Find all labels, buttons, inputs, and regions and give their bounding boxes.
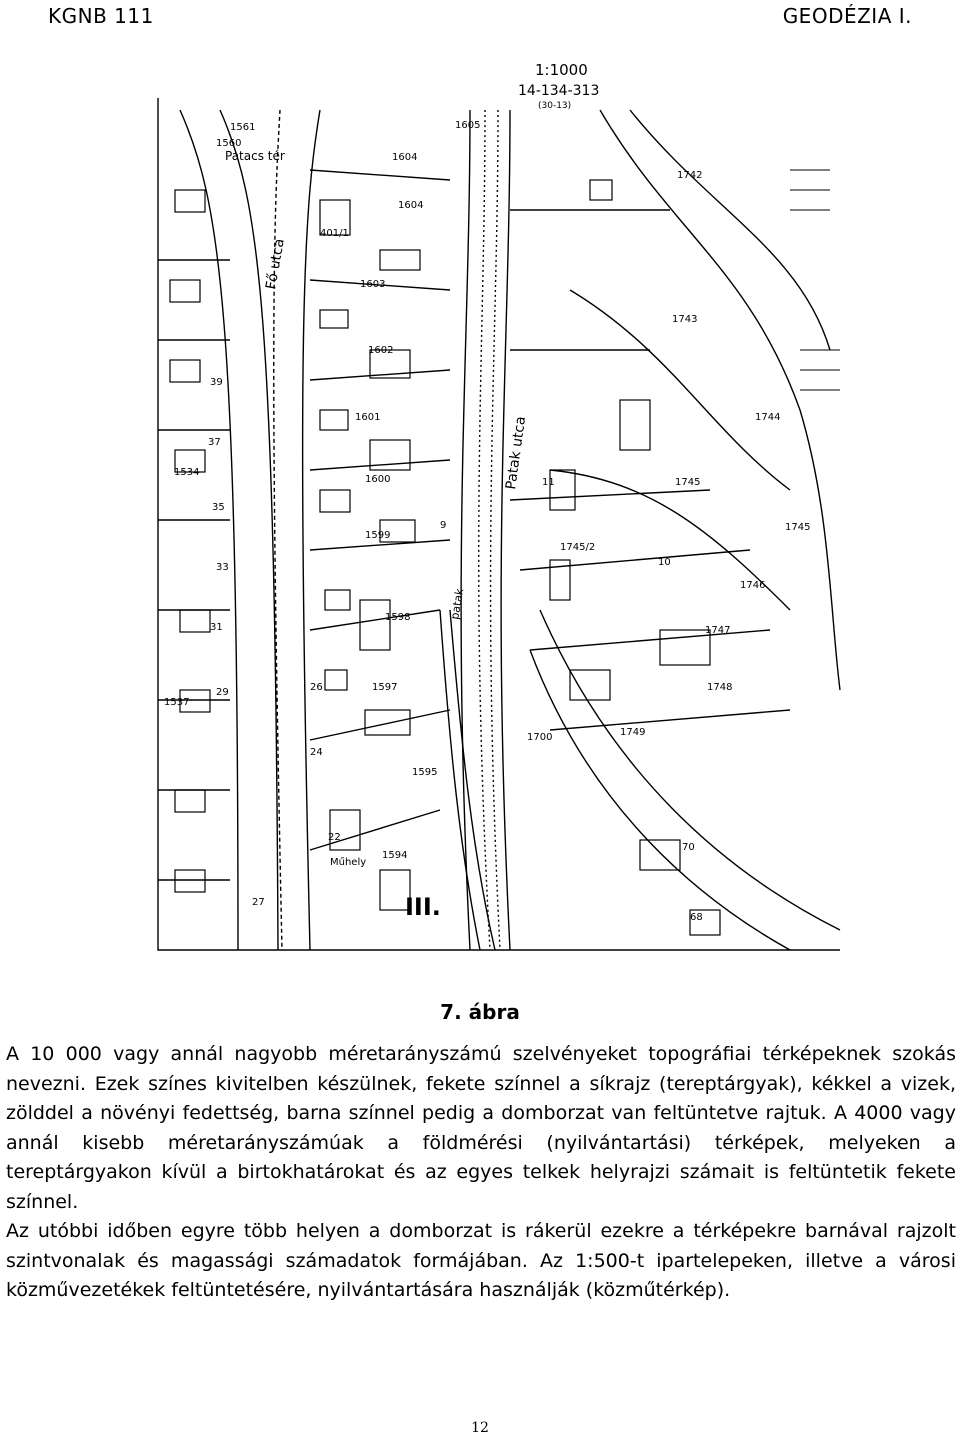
map-label: 39	[210, 377, 223, 388]
map-label: 22	[328, 832, 341, 843]
map-label: 9	[440, 520, 446, 531]
stream-label-patak: patak	[448, 587, 466, 621]
paragraph-1: A 10 000 vagy annál nagyobb méretaránysz…	[6, 1043, 956, 1213]
map-label: 1745	[675, 477, 700, 488]
map-label: 33	[216, 562, 229, 573]
page-header: KGNB 111 GEODÉZIA I.	[48, 4, 912, 34]
page-number: 12	[471, 1420, 489, 1436]
map-label: 24	[310, 747, 323, 758]
map-label: 401/1	[320, 228, 349, 239]
map-label: 1604	[398, 200, 423, 211]
map-label: 1744	[755, 412, 780, 423]
map-label: 1745/2	[560, 542, 595, 553]
map-label: 27	[252, 897, 265, 908]
map-label: 31	[210, 622, 223, 633]
map-label: 1595	[412, 767, 437, 778]
map-label: 11	[542, 477, 555, 488]
map-label: III.	[405, 893, 441, 921]
map-scale-label: 1:1000	[535, 61, 588, 79]
map-label: 1603	[360, 279, 385, 290]
map-label: 1745	[785, 522, 810, 533]
map-label: 1747	[705, 625, 730, 636]
map-label: 1534	[174, 467, 199, 478]
map-label: Műhely	[330, 856, 366, 868]
map-label: 1560	[216, 138, 241, 149]
map-label: 1604	[392, 152, 417, 163]
map-label: 1700	[527, 732, 552, 743]
map-label: 37	[208, 437, 221, 448]
map-sheet-sub: (30-13)	[538, 101, 571, 111]
map-label: 10	[658, 557, 671, 568]
map-label: 1537	[164, 697, 189, 708]
paragraph-2: Az utóbbi időben egyre több helyen a dom…	[6, 1220, 956, 1301]
course-code: KGNB 111	[48, 4, 154, 28]
map-label: 68	[690, 912, 703, 923]
map-label: 1594	[382, 850, 407, 861]
map-label: 1598	[385, 612, 410, 623]
map-label: 1742	[677, 170, 702, 181]
map-sheet-number: 14-134-313	[518, 83, 599, 99]
map-label: 1746	[740, 580, 765, 591]
map-label: 1748	[707, 682, 732, 693]
map-label: 1602	[368, 345, 393, 356]
street-label-patak-utca: Patak utca	[503, 415, 529, 490]
map-label: 1599	[365, 530, 390, 541]
map-label: 29	[216, 687, 229, 698]
map-label: 1561	[230, 122, 255, 133]
map-label: 1605	[455, 120, 480, 131]
figure-caption: 7. ábra	[440, 1000, 520, 1024]
map-label: 1601	[355, 412, 380, 423]
body-text: A 10 000 vagy annál nagyobb méretaránysz…	[6, 1040, 956, 1306]
place-label-patacs-ter: Patacs tér	[225, 149, 285, 163]
map-label: 1597	[372, 682, 397, 693]
map-label: 1743	[672, 314, 697, 325]
map-label: 26	[310, 682, 323, 693]
map-label: 1600	[365, 474, 390, 485]
map-label: 1749	[620, 727, 645, 738]
map-label: 35	[212, 502, 225, 513]
map-label: 70	[682, 842, 695, 853]
course-title: GEODÉZIA I.	[782, 4, 912, 28]
street-label-fo-utca: Fő utca	[263, 237, 288, 290]
